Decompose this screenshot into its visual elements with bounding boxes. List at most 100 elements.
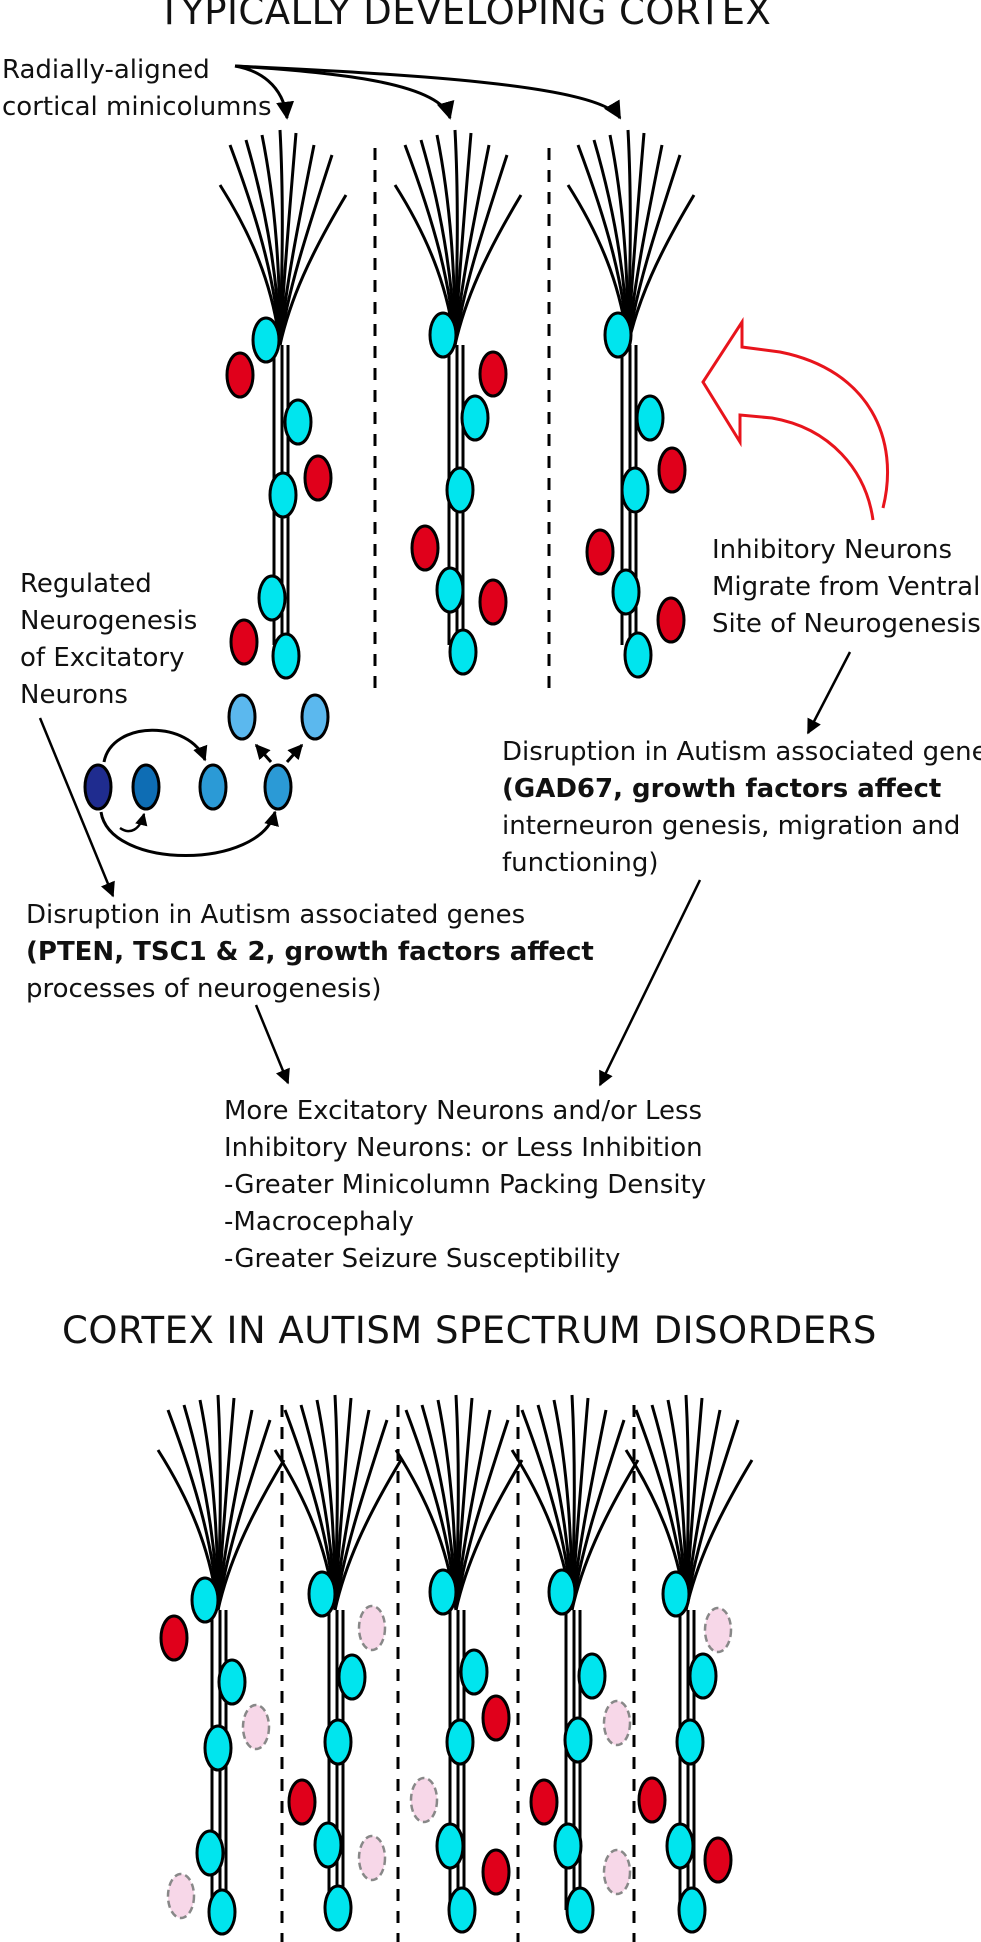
inhibitory-label-line: Migrate from Ventral — [712, 572, 981, 602]
excitatory-neuron — [623, 631, 653, 679]
top-title: TYPICALLY DEVELOPING CORTEX — [158, 0, 772, 33]
missing-inhibitory-neuron — [602, 1848, 632, 1896]
missing-inhibitory-neuron — [241, 1703, 271, 1751]
progenitor-dark — [83, 763, 113, 811]
inhibitory-label-line: Site of Neurogenesis — [712, 609, 981, 639]
minicolumn-typical-2 — [393, 128, 523, 676]
outcomes-list: More Excitatory Neurons and/or Less Inhi… — [224, 1093, 706, 1278]
disruption-line: interneuron genesis, migration and — [502, 811, 961, 841]
minicolumn-typical-1 — [218, 128, 348, 680]
progenitor-light — [198, 763, 228, 811]
neurogenesis-label-line: Neurogenesis — [20, 606, 198, 636]
excitatory-neuron — [577, 1652, 607, 1700]
inhibitory-neuron — [657, 446, 687, 494]
inhibitory-neuron — [703, 1836, 733, 1884]
disruption-line: processes of neurogenesis) — [26, 974, 382, 1004]
excitatory-neuron — [203, 1724, 233, 1772]
inhibitory-neuron — [287, 1778, 317, 1826]
flow-arrows — [38, 651, 852, 1087]
inhibitory-neuron — [481, 1694, 511, 1742]
inhibitory-neuron — [159, 1614, 189, 1662]
excitatory-neuron — [445, 466, 475, 514]
missing-inhibitory-neuron — [357, 1604, 387, 1652]
minicolumn-asd-4 — [510, 1393, 640, 1934]
minicolumn-asd-1 — [156, 1393, 286, 1936]
minicolumn-asd-5 — [624, 1393, 754, 1934]
inhibitory-neuron — [529, 1778, 559, 1826]
outcome-item: -Macrocephaly — [224, 1207, 414, 1237]
excitatory-neuron — [677, 1886, 707, 1934]
excitatory-neuron — [665, 1822, 695, 1870]
excitatory-neuron — [620, 466, 650, 514]
excitatory-neuron — [675, 1718, 705, 1766]
disruption-interneuron-text: Disruption in Autism associated genes (G… — [502, 734, 981, 882]
minicolumn-label: Radially-aligned cortical minicolumns — [2, 52, 272, 126]
minicolumn-label-line: cortical minicolumns — [2, 92, 272, 122]
inhibitory-neuron — [229, 618, 259, 666]
excitatory-neuron — [661, 1570, 691, 1618]
inhibitory-migration-arrow — [701, 316, 890, 521]
disruption-line: Disruption in Autism associated genes — [26, 900, 526, 930]
excitatory-neuron — [448, 628, 478, 676]
outcome-item: Inhibitory Neurons: or Less Inhibition — [224, 1133, 703, 1163]
excitatory-neuron — [445, 1718, 475, 1766]
excitatory-neuron — [207, 1888, 237, 1936]
excitatory-neuron — [447, 1886, 477, 1934]
excitatory-neuron — [337, 1653, 367, 1701]
excitatory-neuron — [217, 1658, 247, 1706]
excitatory-neuron — [635, 394, 665, 442]
excitatory-neuron — [307, 1570, 337, 1618]
inhibitory-neuron — [478, 350, 508, 398]
excitatory-neuron — [323, 1718, 353, 1766]
progenitor-lighter — [227, 693, 257, 741]
excitatory-neuron — [271, 632, 301, 680]
progenitor-cells — [83, 693, 330, 857]
inhibitory-migration-label: Inhibitory Neurons Migrate from Ventral … — [712, 532, 981, 643]
inhibitory-neuron — [303, 454, 333, 502]
disruption-genes: (GAD67, growth factors affect — [502, 774, 942, 804]
excitatory-neuron — [251, 316, 281, 364]
excitatory-neuron — [435, 1822, 465, 1870]
minicolumn-typical-3 — [566, 128, 696, 679]
progenitor-lighter — [300, 693, 330, 741]
neurogenesis-label: Regulated Neurogenesis of Excitatory Neu… — [20, 566, 197, 714]
outcome-item: -Greater Seizure Susceptibility — [224, 1244, 621, 1274]
inhibitory-neuron — [585, 528, 615, 576]
missing-inhibitory-neuron — [357, 1834, 387, 1882]
neurogenesis-label-line: Neurons — [20, 680, 128, 710]
excitatory-neuron — [428, 311, 458, 359]
column-separators-top — [373, 148, 551, 690]
missing-inhibitory-neuron — [409, 1776, 439, 1824]
progenitor-mid — [131, 763, 161, 811]
missing-inhibitory-neuron — [166, 1872, 196, 1920]
missing-inhibitory-neuron — [602, 1699, 632, 1747]
missing-inhibitory-neuron — [703, 1606, 733, 1654]
inhibitory-neuron — [225, 351, 255, 399]
minicolumn-label-line: Radially-aligned — [2, 55, 210, 85]
excitatory-neuron — [428, 1568, 458, 1616]
bottom-title: CORTEX IN AUTISM SPECTRUM DISORDERS — [62, 1309, 877, 1352]
excitatory-neuron — [257, 574, 287, 622]
excitatory-neuron — [611, 568, 641, 616]
excitatory-neuron — [553, 1822, 583, 1870]
progenitor-light — [263, 763, 293, 811]
excitatory-neuron — [313, 1821, 343, 1869]
neurogenesis-label-line: of Excitatory — [20, 643, 185, 673]
minicolumn-asd-2 — [273, 1393, 403, 1932]
disruption-neurogenesis-text: Disruption in Autism associated genes (P… — [26, 897, 594, 1008]
excitatory-neuron — [283, 398, 313, 446]
excitatory-neuron — [547, 1568, 577, 1616]
neurogenesis-label-line: Regulated — [20, 569, 152, 599]
disruption-line: functioning) — [502, 848, 659, 878]
minicolumn-arrows — [234, 64, 622, 120]
inhibitory-neuron — [410, 524, 440, 572]
inhibitory-neuron — [481, 1848, 511, 1896]
excitatory-neuron — [603, 311, 633, 359]
inhibitory-label-line: Inhibitory Neurons — [712, 535, 952, 565]
excitatory-neuron — [323, 1884, 353, 1932]
outcome-item: -Greater Minicolumn Packing Density — [224, 1170, 707, 1200]
inhibitory-neuron — [637, 1776, 667, 1824]
excitatory-neuron — [268, 471, 298, 519]
